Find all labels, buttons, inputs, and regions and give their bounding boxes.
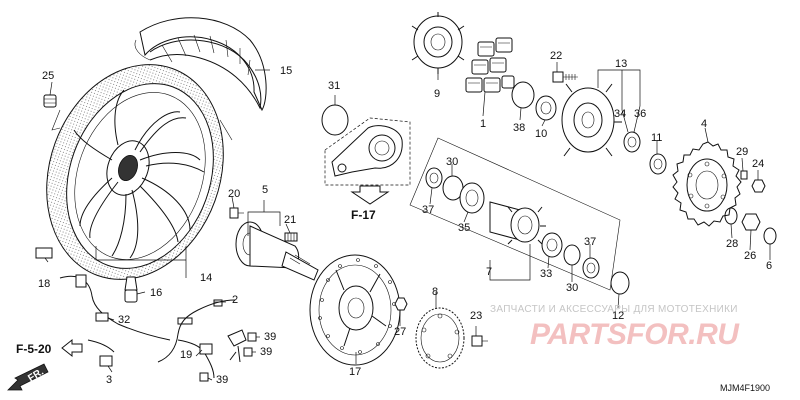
watermark-text: ЗАПЧАСТИ И АКСЕССУАРЫ ДЛЯ МОТОТЕХНИКИ [490,304,738,315]
flange-bolt [552,71,578,83]
callout-39c: 39 [216,374,229,386]
callout-16: 16 [150,287,163,299]
bolt-39a [247,332,257,342]
callout-5: 5 [262,184,269,196]
air-valve [124,276,138,303]
washer [724,207,738,225]
callout-22: 22 [550,50,563,62]
callout-37a: 37 [422,204,435,216]
hub-assembly-box [409,137,621,291]
callout-11: 11 [651,132,663,144]
valve-cap [43,94,57,108]
f520-arrow [61,338,83,358]
diagram-code: MJM4F1900 [720,383,771,393]
hub-stud [284,232,298,242]
driven-flange [561,83,622,157]
callout-32: 32 [118,314,131,326]
callout-33: 33 [540,268,553,280]
callout-18: 18 [38,278,51,290]
callout-36: 36 [634,108,647,120]
callout-24: 24 [752,158,765,170]
f17-arrow [350,185,390,205]
callout-14: 14 [200,272,213,284]
needle-bearing [459,182,485,214]
snap-ring [563,244,581,266]
stud-washer [740,170,748,180]
callout-35: 35 [458,222,471,234]
sensor-harness [59,274,171,367]
bearing-flange [623,131,641,153]
callout-23: 23 [470,310,483,322]
balance-weight [35,247,53,259]
driven-flange-hub [411,12,465,74]
fr-direction-arrow [7,363,49,391]
callout-1: 1 [480,118,487,130]
callout-7: 7 [486,266,493,278]
brake-disc [309,254,401,366]
callout-25: 25 [42,70,55,82]
o-ring [511,81,535,109]
final-driven-sprocket [672,141,742,227]
callout-20: 20 [228,188,241,200]
callout-19: 19 [180,349,193,361]
rear-wheel [46,64,233,280]
callout-17: 17 [349,366,362,378]
cap-nut [763,227,777,245]
callout-15: 15 [280,65,293,77]
callout-39b: 39 [260,346,273,358]
callout-38: 38 [513,122,526,134]
wheel-speed-sensor [157,299,247,379]
callout-27: 27 [394,326,407,338]
watermark-logo: PARTSFOR.RU [530,318,739,351]
leader-lines [44,62,771,381]
callout-29: 29 [736,146,749,158]
callout-28: 28 [726,238,739,250]
ref-f520: F-5-20 [16,342,52,356]
callout-31: 31 [328,80,341,92]
final-driven-flange [235,221,319,281]
callout-13: 13 [615,58,628,70]
caliper-bracket [324,117,411,186]
callout-12: 12 [612,310,625,322]
pulser-bolt [471,335,488,347]
callout-30b: 30 [566,282,579,294]
callout-6: 6 [766,260,773,272]
callout-26: 26 [744,250,757,262]
damper-rubbers [465,37,515,93]
dust-seal [582,257,600,279]
hub-collar [489,201,546,245]
sprocket-nut [741,213,761,231]
callout-3: 3 [106,374,113,386]
bearing-left [535,95,557,121]
hub-bolt [229,207,244,219]
bearing-right [649,153,667,175]
callout-39a: 39 [264,331,277,343]
callout-30a: 30 [446,156,459,168]
rear-tire [134,17,267,112]
ref-f17: F-17 [351,208,376,222]
bolt-39c [199,372,209,382]
pulser-ring [415,307,465,369]
callout-4: 4 [701,118,708,130]
callout-37b: 37 [584,236,597,248]
callout-9: 9 [434,88,441,100]
sprocket-nut-small [751,179,766,193]
callout-21: 21 [284,214,297,226]
callout-34: 34 [614,108,627,120]
callout-2: 2 [232,294,239,306]
callout-10: 10 [535,128,548,140]
bearing-ball [541,232,563,258]
callout-8: 8 [432,286,439,298]
circlip [321,104,349,136]
disc-nut [394,297,408,311]
o-ring-large [610,271,630,295]
bolt-39b [243,347,253,357]
